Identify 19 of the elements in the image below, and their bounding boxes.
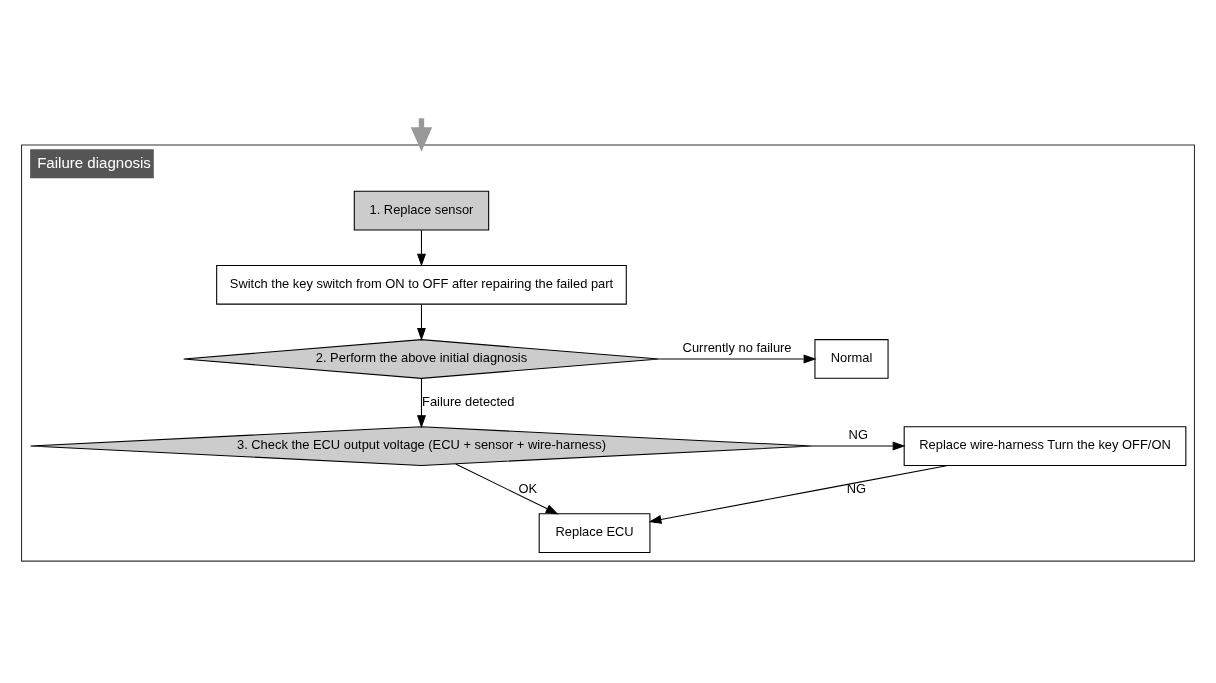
arrow [416, 303, 426, 341]
node-box: Normal [814, 338, 889, 379]
node-box: Replace wire-harness Turn the key OFF/ON [903, 425, 1187, 466]
edge-label: NG [848, 426, 868, 442]
edge-label: OK [518, 480, 538, 496]
node-box: 1. Replace sensor [353, 190, 490, 230]
arrow [416, 377, 426, 428]
node-box: Replace ECU [538, 512, 651, 553]
arrow [658, 353, 817, 363]
arrow [811, 441, 906, 451]
arrow [455, 462, 559, 514]
edge-label: Currently no failure [682, 339, 792, 355]
node-box: Switch the key switch from ON to OFF after repairing the failed part [216, 264, 627, 305]
edge-label: Failure detected [422, 393, 515, 409]
arrow [648, 464, 949, 524]
arrow [416, 229, 426, 267]
node-diamond: 3. Check the ECU output voltage (ECU + sensor + wire-harness) [29, 425, 814, 466]
edge-label: NG [846, 480, 867, 496]
node-diamond: 2. Perform the above initial diagnosis [183, 338, 660, 379]
